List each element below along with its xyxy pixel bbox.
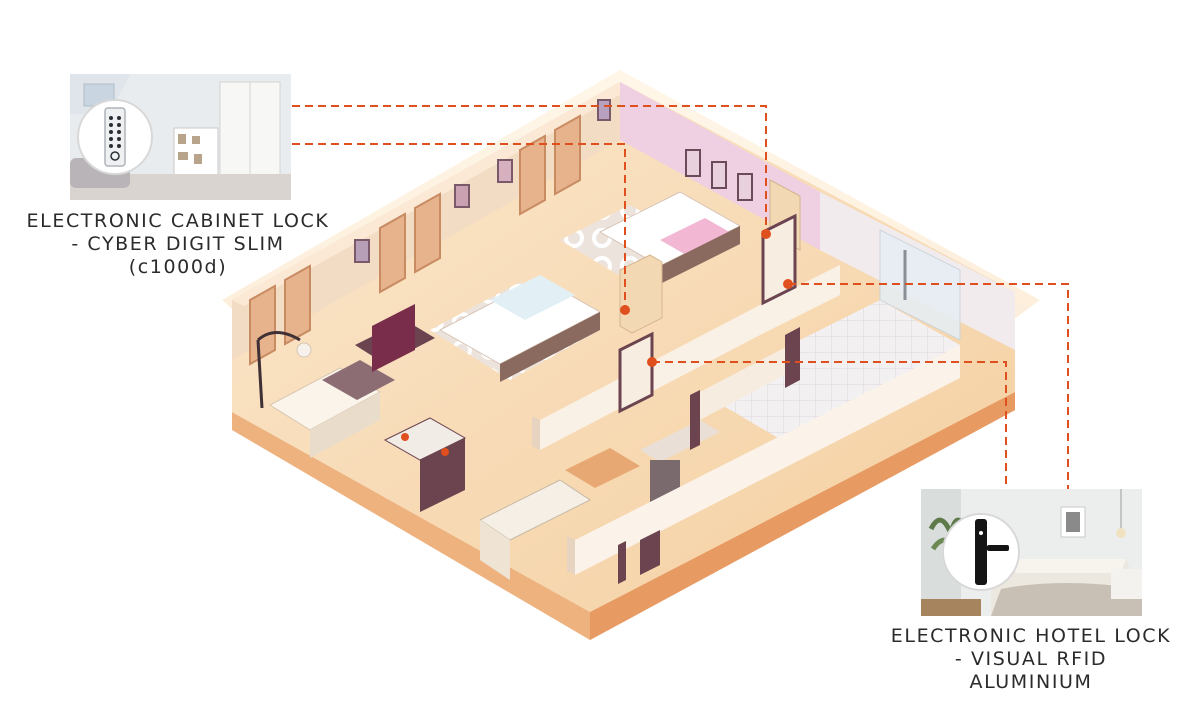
partition-walls	[532, 213, 960, 584]
lock-marker-cabinet-1	[761, 229, 771, 239]
lock-marker-hotel-2	[647, 357, 657, 367]
hotel-lock-title: ELECTRONIC HOTEL LOCK	[890, 625, 1172, 647]
cabinet-lock-model: - CYBER DIGIT SLIM	[71, 233, 285, 255]
connector-cabinet-1	[292, 105, 767, 234]
cabinet-lock-code: (c1000d)	[128, 256, 228, 278]
hotel-lock-model: - VISUAL RFID ALUMINIUM	[954, 648, 1108, 693]
cabinet-lock-photo	[70, 74, 291, 200]
lock-marker-cabinet-2	[620, 305, 630, 315]
connector-hotel-2	[652, 361, 1007, 489]
connector-lines	[292, 105, 1069, 489]
connector-dots	[620, 229, 793, 367]
cabinet-lock-label: ELECTRONIC CABINET LOCK - CYBER DIGIT SL…	[18, 210, 338, 279]
beds	[438, 191, 742, 382]
connector-hotel-1	[788, 283, 1069, 489]
cabinet-lock-title: ELECTRONIC CABINET LOCK	[26, 210, 330, 232]
hotel-lock-label: ELECTRONIC HOTEL LOCK - VISUAL RFID ALUM…	[890, 625, 1172, 694]
hotel-lock-photo	[921, 489, 1142, 616]
connector-cabinet-2	[292, 143, 626, 310]
back-left-wall	[232, 82, 632, 366]
lock-marker-hotel-1	[783, 279, 793, 289]
